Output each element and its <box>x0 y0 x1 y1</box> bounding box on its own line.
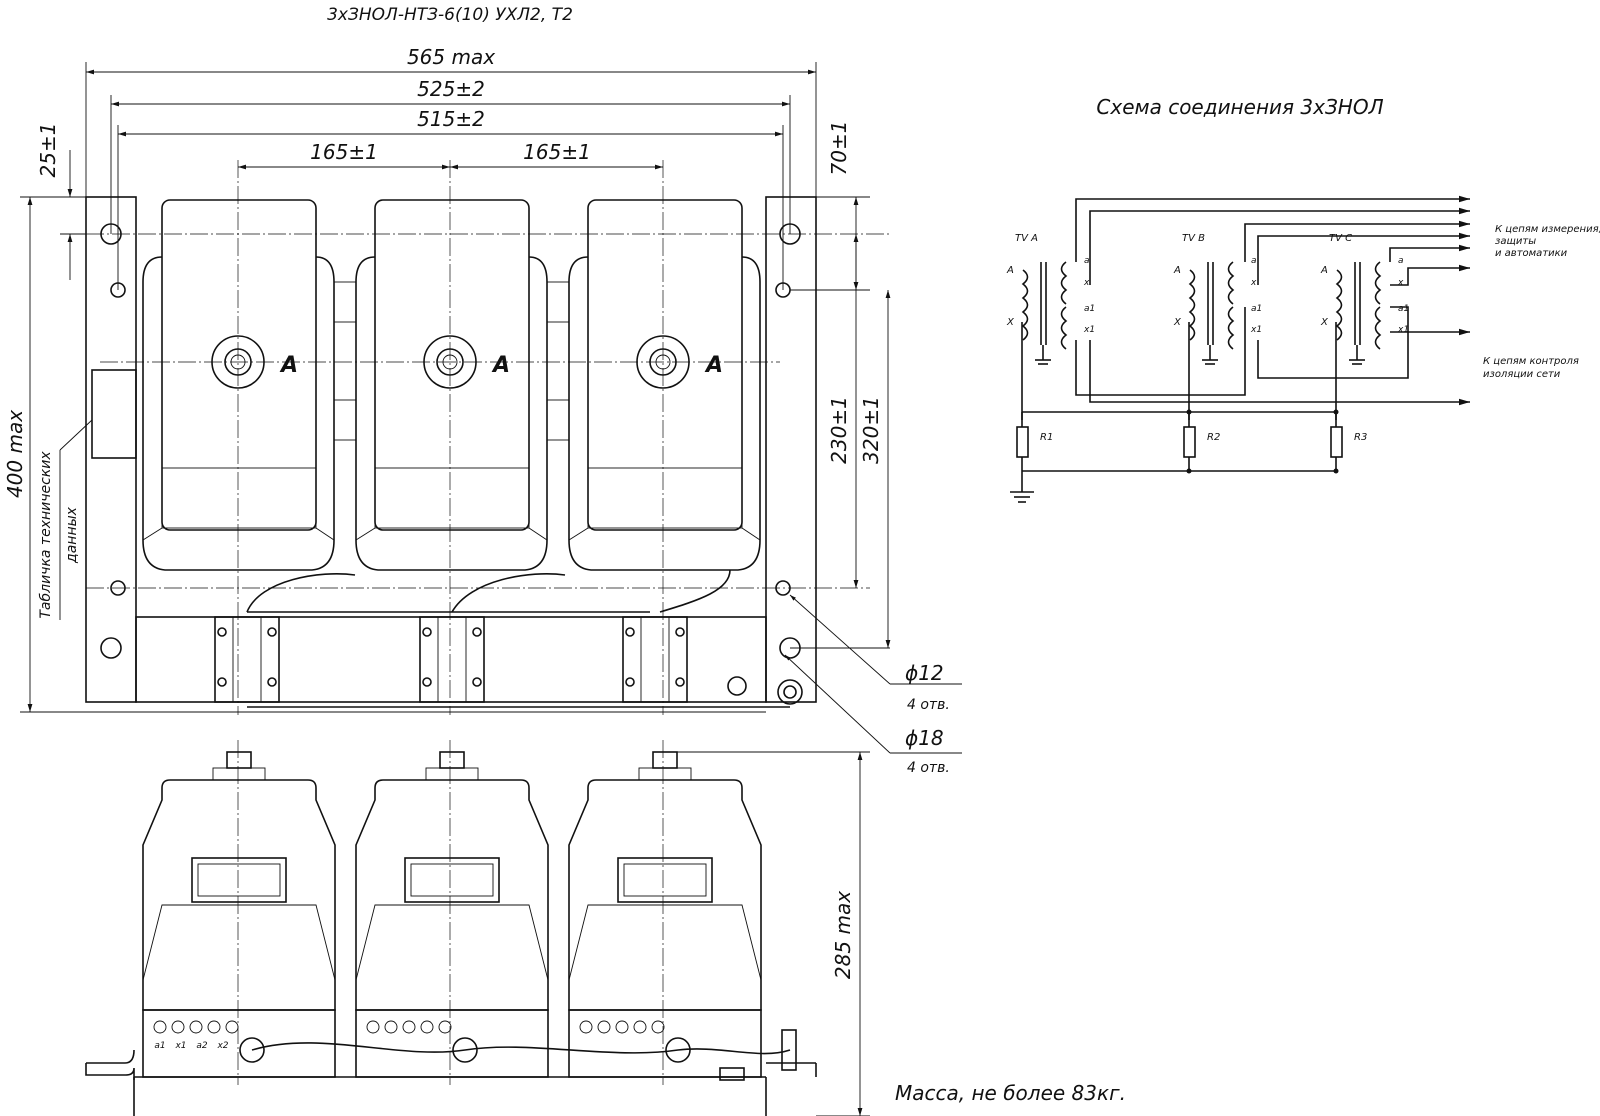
note-measure-line-3: и автоматики <box>1495 248 1568 259</box>
transformer-top-2 <box>355 199 548 571</box>
tv-c-X: X <box>1320 317 1329 328</box>
tv-c-a: a <box>1398 256 1404 266</box>
tv-a-A: A <box>1006 265 1014 276</box>
measurement-bus <box>1075 195 1470 406</box>
transformer-front-1 <box>142 751 336 1078</box>
phase-mark-3: A <box>704 353 723 378</box>
note-measure-line-1: К цепям измерения, <box>1495 224 1600 235</box>
hole-dia-18: ϕ18 <box>905 726 944 750</box>
terminal-channel <box>135 616 767 703</box>
right-base-rail <box>765 196 817 703</box>
note-measure-line-2: защиты <box>1495 236 1536 247</box>
drawing-title: 3хЗНОЛ-НТЗ-6(10) УХЛ2, Т2 <box>327 5 573 25</box>
front-terminal-label-a2: a2 <box>196 1041 208 1051</box>
nameplate <box>91 369 137 459</box>
dim-front-height: 285 max <box>831 891 855 979</box>
tv-b-label: TV B <box>1182 233 1205 244</box>
mounting-holes <box>100 223 801 659</box>
left-base-rail <box>85 196 137 703</box>
hole-dia-12: ϕ12 <box>905 661 944 685</box>
dim-pitch-1: 165±1 <box>310 140 378 164</box>
tv-c-x: x <box>1397 278 1404 288</box>
tv-c-a1: a1 <box>1398 304 1409 314</box>
schematic-title: Схема соединения 3хЗНОЛ <box>1096 95 1383 119</box>
mass-note: Масса, не более 83кг. <box>895 1081 1126 1105</box>
dim-230: 230±1 <box>827 396 851 464</box>
resistor-r1: R1 <box>1040 432 1053 443</box>
phase-mark-2: A <box>491 353 510 378</box>
tv-a-label: TV A <box>1015 233 1038 244</box>
dim-pitch-2: 165±1 <box>523 140 591 164</box>
front-terminal-label-a1: a1 <box>154 1041 165 1051</box>
tv-a: TV A A X a x a1 x1 <box>1006 233 1095 420</box>
hole-count-12: 4 отв. <box>907 697 950 713</box>
tv-b-x: x <box>1250 278 1257 288</box>
tv-a-x1: x1 <box>1083 325 1095 335</box>
transformer-front-3 <box>568 751 762 1078</box>
tv-a-X: X <box>1006 317 1015 328</box>
front-terminal-label-x1: x1 <box>174 1041 186 1051</box>
dim-left-offset: 25±1 <box>36 123 60 178</box>
tv-c-label: TV C <box>1329 233 1352 244</box>
transformer-front-2 <box>355 751 549 1078</box>
tv-b-a: a <box>1251 256 1257 266</box>
tv-c-A: A <box>1320 265 1328 276</box>
note-insulation-line-2: изоляции сети <box>1483 369 1561 380</box>
front-terminal-label-x2: x2 <box>216 1041 228 1051</box>
nameplate-label-line-2: данных <box>64 506 80 564</box>
terminal-blocks <box>214 569 803 708</box>
transformer-top-1 <box>142 199 335 571</box>
dim-overall-width: 565 max <box>407 45 495 69</box>
hole-count-18: 4 отв. <box>907 760 950 776</box>
tv-c-x1: x1 <box>1397 325 1409 335</box>
resistor-network <box>1010 409 1343 503</box>
tv-b-X: X <box>1173 317 1182 328</box>
tv-b-A: A <box>1173 265 1181 276</box>
tv-a-a1: a1 <box>1084 304 1095 314</box>
tv-a-x: x <box>1083 278 1090 288</box>
tv-a-a: a <box>1084 256 1090 266</box>
phase-mark-1: A <box>279 353 298 378</box>
connection-schematic: Схема соединения 3хЗНОЛ TV A A X a x a1 … <box>1006 95 1600 503</box>
dim-height: 400 max <box>3 410 27 498</box>
dim-inner-width: 515±2 <box>417 107 485 131</box>
resistor-r3: R3 <box>1354 432 1367 443</box>
transformer-top-3 <box>568 199 761 571</box>
dim-outer-width: 525±2 <box>417 77 485 101</box>
front-view: a1 x1 a2 x2 285 max <box>85 740 870 1116</box>
tv-b-a1: a1 <box>1251 304 1262 314</box>
dim-right-offset: 70±1 <box>827 121 851 176</box>
resistor-r2: R2 <box>1207 432 1220 443</box>
tv-c: TV C A X a x a1 x1 <box>1320 233 1409 420</box>
tv-b: TV B A X a x a1 x1 <box>1173 233 1262 420</box>
top-view: A A A <box>3 45 962 776</box>
tv-b-x1: x1 <box>1250 325 1262 335</box>
front-terminals <box>153 1020 797 1081</box>
nameplate-label-line-1: Табличка технических <box>38 451 54 619</box>
note-insulation-line-1: К цепям контроля <box>1483 356 1579 367</box>
dim-320: 320±1 <box>859 396 883 464</box>
